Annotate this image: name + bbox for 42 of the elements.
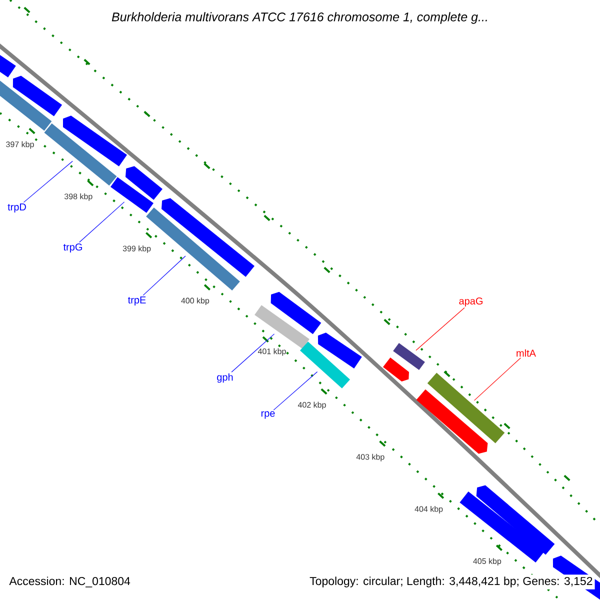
footer-text: Accession: NC_010804 [9, 576, 130, 588]
scale-label: 398 kbp [64, 193, 92, 201]
footer-text: Topology: circular; Length: 3,448,421 bp; Genes: 3,152 [308, 574, 595, 590]
gene-feature [162, 198, 254, 277]
gene-bar [427, 372, 505, 444]
gene-bar [393, 342, 425, 370]
gene-feature [63, 116, 127, 166]
gene-bar [254, 305, 310, 349]
leader-line [231, 334, 275, 372]
gene-feature [416, 389, 488, 454]
gene-feature [12, 76, 62, 116]
gene-feature [0, 54, 16, 78]
leader-line [273, 371, 318, 410]
gene-feature [126, 166, 162, 200]
scale-label: 404 kbp [414, 506, 443, 514]
gene-label: trpE [128, 296, 146, 306]
gene-label: apaG [459, 297, 482, 307]
scale-label: 402 kbp [298, 402, 326, 410]
gene-feature [476, 485, 555, 555]
gene-feature [318, 332, 362, 368]
gene-feature [270, 292, 322, 334]
gene-label: trpD [8, 204, 26, 212]
gene-label: trpG [63, 243, 82, 253]
gene-label: gph [217, 373, 233, 383]
gene-feature [383, 358, 409, 382]
scale-label: 403 kbp [356, 454, 384, 462]
leader-line [142, 256, 186, 296]
leader-line [474, 358, 521, 401]
leader-line [79, 202, 125, 243]
leader-line [416, 307, 465, 351]
scale-label: 397 kbp [6, 141, 34, 149]
gene-label: rpe [261, 411, 275, 419]
gene-label: mltA [516, 349, 536, 357]
scale-label: 399 kbp [122, 245, 151, 253]
leader-line [23, 160, 73, 203]
scale-label: 400 kbp [181, 298, 210, 306]
gene-bar [44, 123, 117, 186]
gene-bar [300, 342, 350, 388]
gene-bar [110, 177, 154, 213]
scale-label: 401 kbp [258, 348, 286, 356]
title: Burkholderia multivorans ATCC 17616 chromosome 1, complete g... [112, 12, 487, 24]
scale-label: 405 kbp [473, 558, 502, 566]
